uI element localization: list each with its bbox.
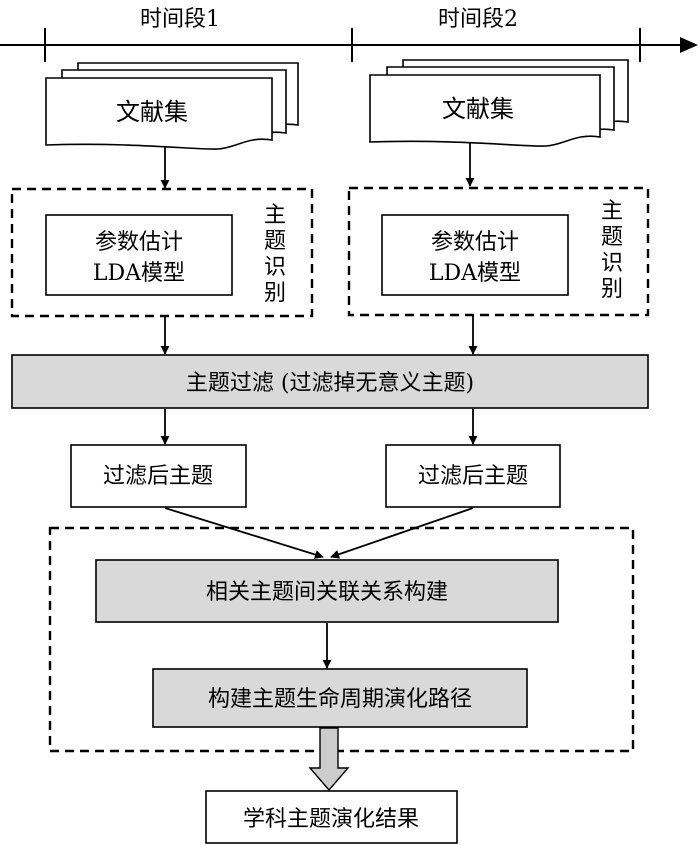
left-lda-model-box — [45, 214, 233, 296]
left-identify-char-4: 别 — [264, 281, 286, 306]
evolution-dashed-frame — [48, 526, 635, 753]
right-corpus-label: 文献集 — [442, 95, 514, 123]
arrow-left-filtered-to-relation — [164, 507, 324, 559]
right-lda-model-line1: 参数估计 — [431, 230, 519, 255]
left-identify-char-2: 题 — [264, 229, 286, 254]
left-lda-model-line2: LDA模型 — [93, 261, 185, 286]
left-topic-identification: 参数估计 LDA模型 主 题 识 别 — [10, 187, 314, 318]
relation-construction-label: 相关主题间关联关系构建 — [206, 580, 448, 605]
left-filtered-topics-label: 过滤后主题 — [103, 464, 213, 489]
period1-label: 时间段1 — [140, 7, 220, 32]
topic-filter-box — [11, 354, 649, 409]
right-identify-char-1: 主 — [601, 199, 623, 224]
right-corpus-sheet-front — [369, 74, 601, 147]
right-identify-dashed-frame — [347, 186, 650, 317]
arrow-right-filtered-to-relation — [330, 507, 474, 559]
right-filtered-topics-label: 过滤后主题 — [418, 464, 528, 489]
left-corpus-sheet-front — [45, 77, 273, 150]
lifecycle-path-box — [152, 668, 528, 728]
evolution-result-label: 学科主题演化结果 — [243, 807, 419, 832]
left-identify-char-1: 主 — [264, 203, 286, 228]
left-identify-dashed-frame — [10, 187, 314, 318]
timeline: 时间段1 时间段2 — [0, 7, 698, 62]
left-corpus-label: 文献集 — [116, 98, 188, 126]
right-filtered-topics-box — [385, 444, 561, 508]
right-lda-model-line2: LDA模型 — [429, 261, 521, 286]
timeline-arrowhead — [680, 37, 698, 53]
evolution-result-box — [205, 790, 458, 844]
relation-construction-box — [95, 559, 559, 623]
right-identify-char-4: 别 — [601, 277, 623, 302]
right-corpus-stack: 文献集 — [369, 59, 629, 147]
hollow-arrow-to-result — [308, 727, 350, 792]
right-topic-identification: 参数估计 LDA模型 主 题 识 别 — [347, 186, 650, 317]
left-lda-model-line1: 参数估计 — [95, 230, 183, 255]
lifecycle-path-label: 构建主题生命周期演化路径 — [208, 687, 472, 712]
right-identify-char-2: 题 — [601, 225, 623, 250]
right-lda-model-box — [381, 214, 569, 296]
right-identify-char-3: 识 — [601, 251, 623, 276]
period2-label: 时间段2 — [438, 7, 518, 32]
left-corpus-stack: 文献集 — [45, 62, 299, 150]
topic-filter-label: 主题过滤 (过滤掉无意义主题) — [186, 371, 474, 396]
left-filtered-topics-box — [70, 444, 247, 508]
left-identify-char-3: 识 — [264, 255, 286, 280]
